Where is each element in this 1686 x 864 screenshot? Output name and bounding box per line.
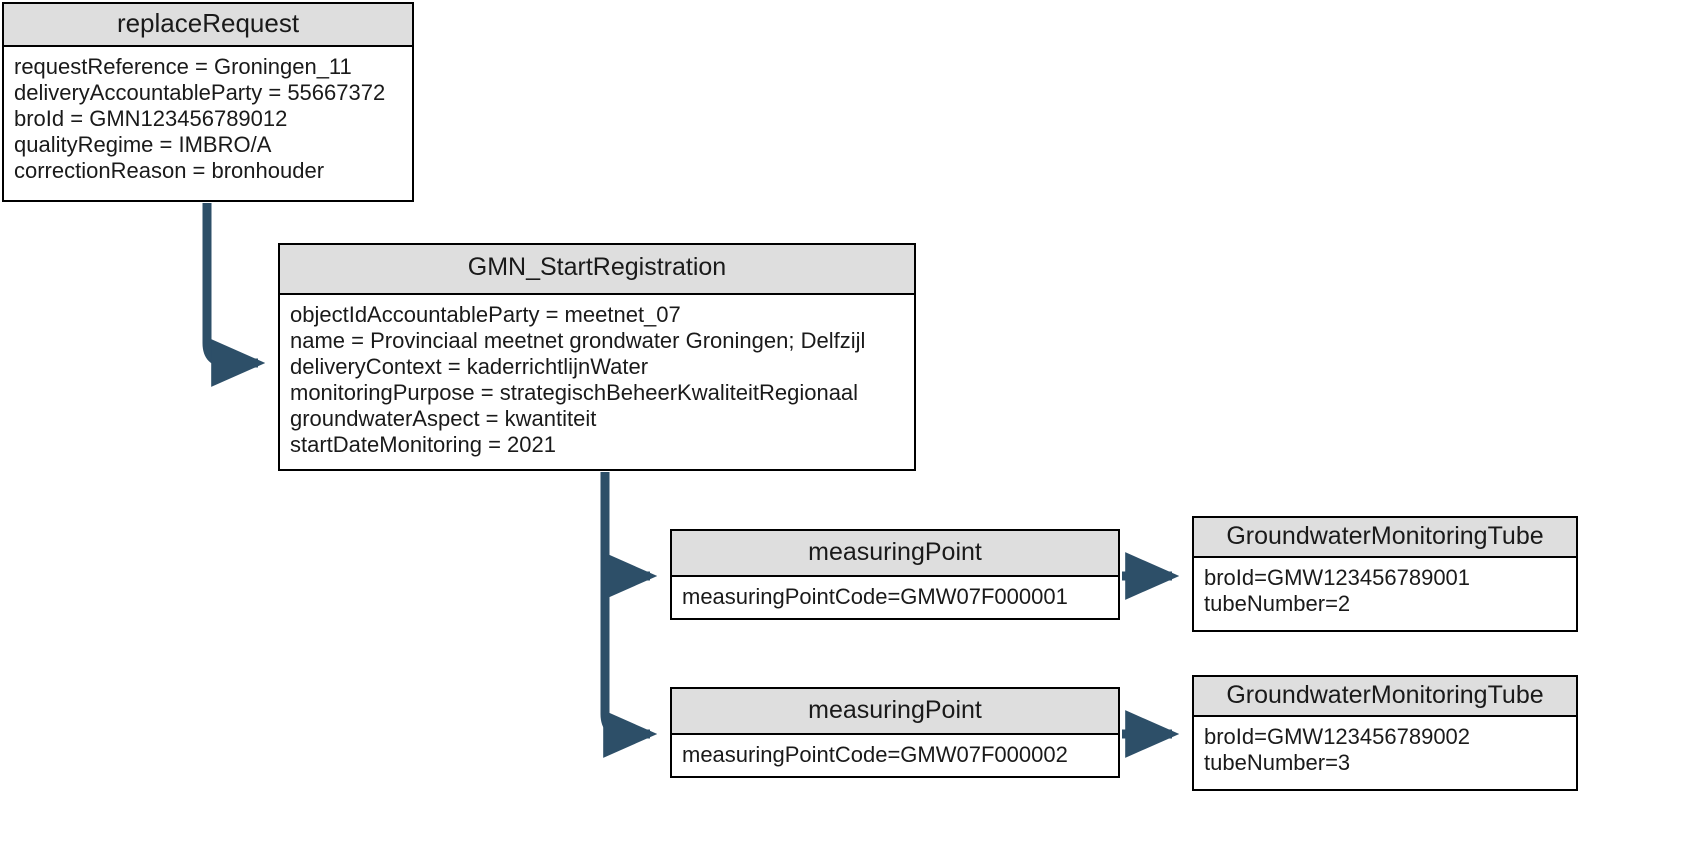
attribute-delivery-accountable-party: deliveryAccountableParty = 55667372 xyxy=(14,80,386,105)
node-groundwater-monitoring-tube-1[interactable]: GroundwaterMonitoringTube broId=GMW12345… xyxy=(1192,516,1578,632)
node-title-measuring-point-2: measuringPoint xyxy=(672,689,1118,735)
attribute-object-id-accountable-party: objectIdAccountableParty = meetnet_07 xyxy=(290,302,681,327)
attribute-correction-reason: correctionReason = bronhouder xyxy=(14,158,325,183)
node-body-groundwater-monitoring-tube-1: broId=GMW123456789001 tubeNumber=2 xyxy=(1194,558,1576,625)
node-body-replace-request: requestReference = Groningen_11 delivery… xyxy=(4,47,412,192)
connector-gmn-start-to-measuring-point-1 xyxy=(600,472,658,600)
node-gmn-start-registration[interactable]: GMN_StartRegistration objectIdAccountabl… xyxy=(278,243,916,471)
attribute-bro-id: broId = GMN123456789012 xyxy=(14,106,288,131)
attribute-bro-id: broId=GMW123456789001 xyxy=(1204,565,1471,590)
node-body-measuring-point-2: measuringPointCode=GMW07F000002 xyxy=(672,735,1118,776)
node-title-replace-request: replaceRequest xyxy=(4,4,412,47)
attribute-request-reference: requestReference = Groningen_11 xyxy=(14,54,352,79)
node-body-gmn-start-registration: objectIdAccountableParty = meetnet_07 na… xyxy=(280,295,914,466)
attribute-bro-id: broId=GMW123456789002 xyxy=(1204,724,1471,749)
node-groundwater-monitoring-tube-2[interactable]: GroundwaterMonitoringTube broId=GMW12345… xyxy=(1192,675,1578,791)
node-title-groundwater-monitoring-tube-1: GroundwaterMonitoringTube xyxy=(1194,518,1576,558)
node-title-groundwater-monitoring-tube-2: GroundwaterMonitoringTube xyxy=(1194,677,1576,717)
attribute-monitoring-purpose: monitoringPurpose = strategischBeheerKwa… xyxy=(290,380,859,405)
attribute-measuring-point-code: measuringPointCode=GMW07F000001 xyxy=(682,584,1068,609)
attribute-tube-number: tubeNumber=3 xyxy=(1204,750,1351,775)
connector-gmn-start-trunk-lower xyxy=(600,556,658,758)
attribute-start-date-monitoring: startDateMonitoring = 2021 xyxy=(290,432,556,457)
attribute-quality-regime: qualityRegime = IMBRO/A xyxy=(14,132,272,157)
node-body-measuring-point-1: measuringPointCode=GMW07F000001 xyxy=(672,577,1118,618)
node-measuring-point-2[interactable]: measuringPoint measuringPointCode=GMW07F… xyxy=(670,687,1120,778)
connector-replace-request-to-gmn-start xyxy=(202,203,266,387)
attribute-name: name = Provinciaal meetnet grondwater Gr… xyxy=(290,328,866,353)
node-body-groundwater-monitoring-tube-2: broId=GMW123456789002 tubeNumber=3 xyxy=(1194,717,1576,784)
attribute-tube-number: tubeNumber=2 xyxy=(1204,591,1351,616)
attribute-measuring-point-code: measuringPointCode=GMW07F000002 xyxy=(682,742,1068,767)
attribute-delivery-context: deliveryContext = kaderrichtlijnWater xyxy=(290,354,649,379)
node-title-measuring-point-1: measuringPoint xyxy=(672,531,1118,577)
node-title-gmn-start-registration: GMN_StartRegistration xyxy=(280,245,914,295)
node-measuring-point-1[interactable]: measuringPoint measuringPointCode=GMW07F… xyxy=(670,529,1120,620)
node-replace-request[interactable]: replaceRequest requestReference = Gronin… xyxy=(2,2,414,202)
attribute-groundwater-aspect: groundwaterAspect = kwantiteit xyxy=(290,406,597,431)
